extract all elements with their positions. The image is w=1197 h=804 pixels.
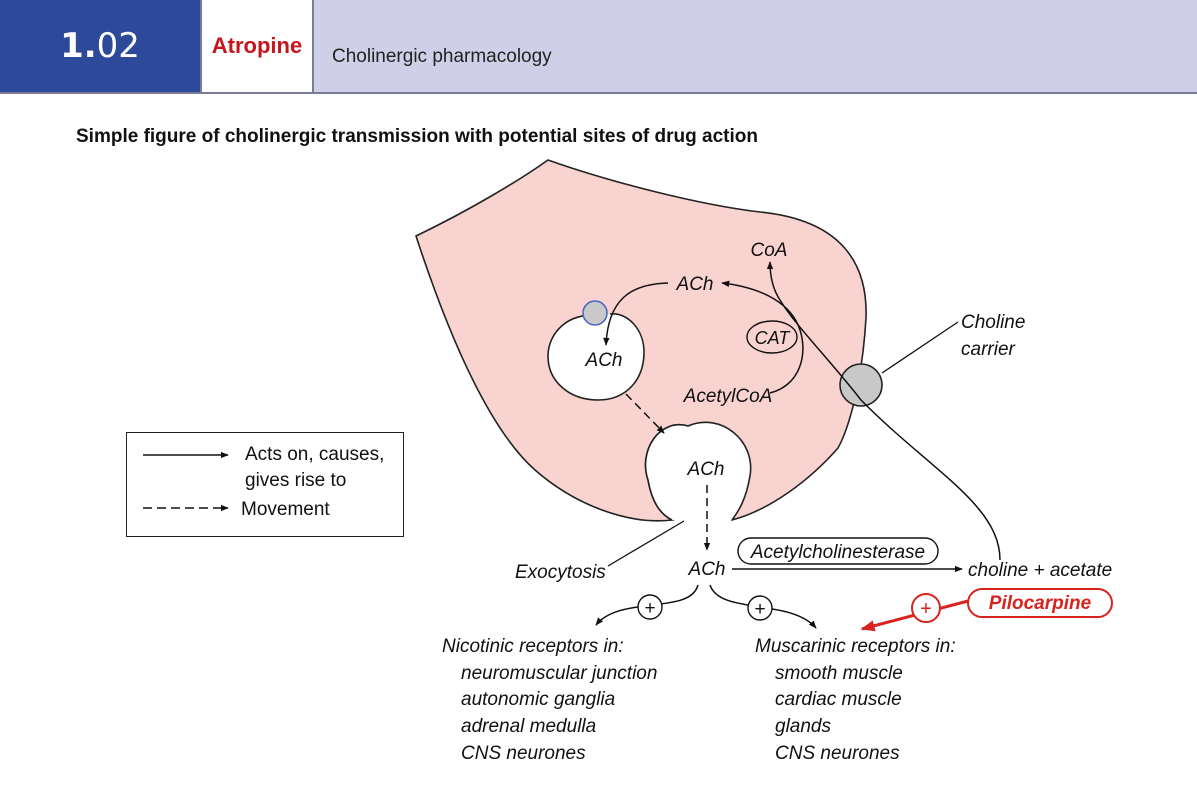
chapter-number: 1.02: [0, 0, 200, 92]
pilocarpine-plus-circle: [911, 593, 941, 623]
vesicle-ach-label: ACh: [585, 350, 623, 371]
figure-title: Simple figure of cholinergic transmissio…: [76, 126, 758, 147]
choline-carrier-label-2: carrier: [961, 339, 1016, 360]
ach-to-vesicle-arrow: [603, 282, 669, 346]
choline-carrier-pointer: [881, 321, 959, 374]
pilocarpine-label: Pilocarpine: [989, 593, 1092, 614]
muscarinic-item: cardiac muscle: [775, 689, 902, 710]
acetylcoa-label: AcetylCoA: [683, 386, 773, 407]
header-bar: 1.02 Atropine Cholinergic pharmacology: [0, 0, 1197, 94]
vesicle: [547, 313, 645, 401]
enzyme-label: Acetylcholinesterase: [750, 542, 925, 563]
coa-label: CoA: [751, 240, 788, 261]
choline-carrier: [839, 363, 883, 407]
muscarinic-item: CNS neurones: [775, 743, 900, 764]
ach-synthesised-label: ACh: [676, 274, 714, 295]
muscarinic-plus: +: [754, 599, 765, 620]
exocytosis-label: Exocytosis: [515, 562, 606, 583]
exocytosis-pointer: [607, 520, 685, 567]
cat-label: CAT: [755, 328, 792, 348]
nicotinic-item: CNS neurones: [461, 743, 586, 764]
cleft-ach-label: ACh: [688, 559, 726, 580]
choline-carrier-label-1: Choline: [961, 312, 1025, 333]
legend-solid-label-2: gives rise to: [245, 470, 346, 491]
nicotinic-plus: +: [644, 598, 655, 619]
legend-box: [126, 432, 404, 537]
legend-dashed-label: Movement: [241, 499, 330, 520]
cat-oval: [746, 320, 798, 354]
vesicle-transporter-dot: [582, 300, 608, 326]
nicotinic-item: autonomic ganglia: [461, 689, 615, 710]
muscarinic-plus-circle: [747, 595, 773, 621]
vesicle-movement-arrow: [625, 393, 665, 434]
chapter-number-bold: 1.: [60, 26, 97, 66]
legend-solid-label-1: Acts on, causes,: [245, 444, 384, 465]
pilocarpine-box: [967, 588, 1113, 618]
choline-uptake-path: [766, 261, 1001, 561]
nicotinic-plus-circle: [637, 594, 663, 620]
muscarinic-item: smooth muscle: [775, 663, 903, 684]
muscarinic-item: glands: [775, 716, 831, 737]
products-label: choline + acetate: [968, 560, 1112, 581]
fusing-vesicle: [644, 421, 752, 521]
pilocarpine-plus: +: [920, 598, 932, 620]
fusing-ach-label: ACh: [687, 459, 725, 480]
nicotinic-item: neuromuscular junction: [461, 663, 657, 684]
section-subtitle: Cholinergic pharmacology: [332, 46, 552, 67]
nicotinic-item: adrenal medulla: [461, 716, 596, 737]
nicotinic-heading: Nicotinic receptors in:: [442, 636, 624, 657]
enzyme-box: [737, 537, 939, 565]
muscarinic-heading: Muscarinic receptors in:: [755, 636, 956, 657]
acetylcoa-to-ach-arrow: [721, 280, 804, 394]
drug-name: Atropine: [200, 0, 314, 92]
chapter-number-rest: 02: [96, 26, 140, 66]
